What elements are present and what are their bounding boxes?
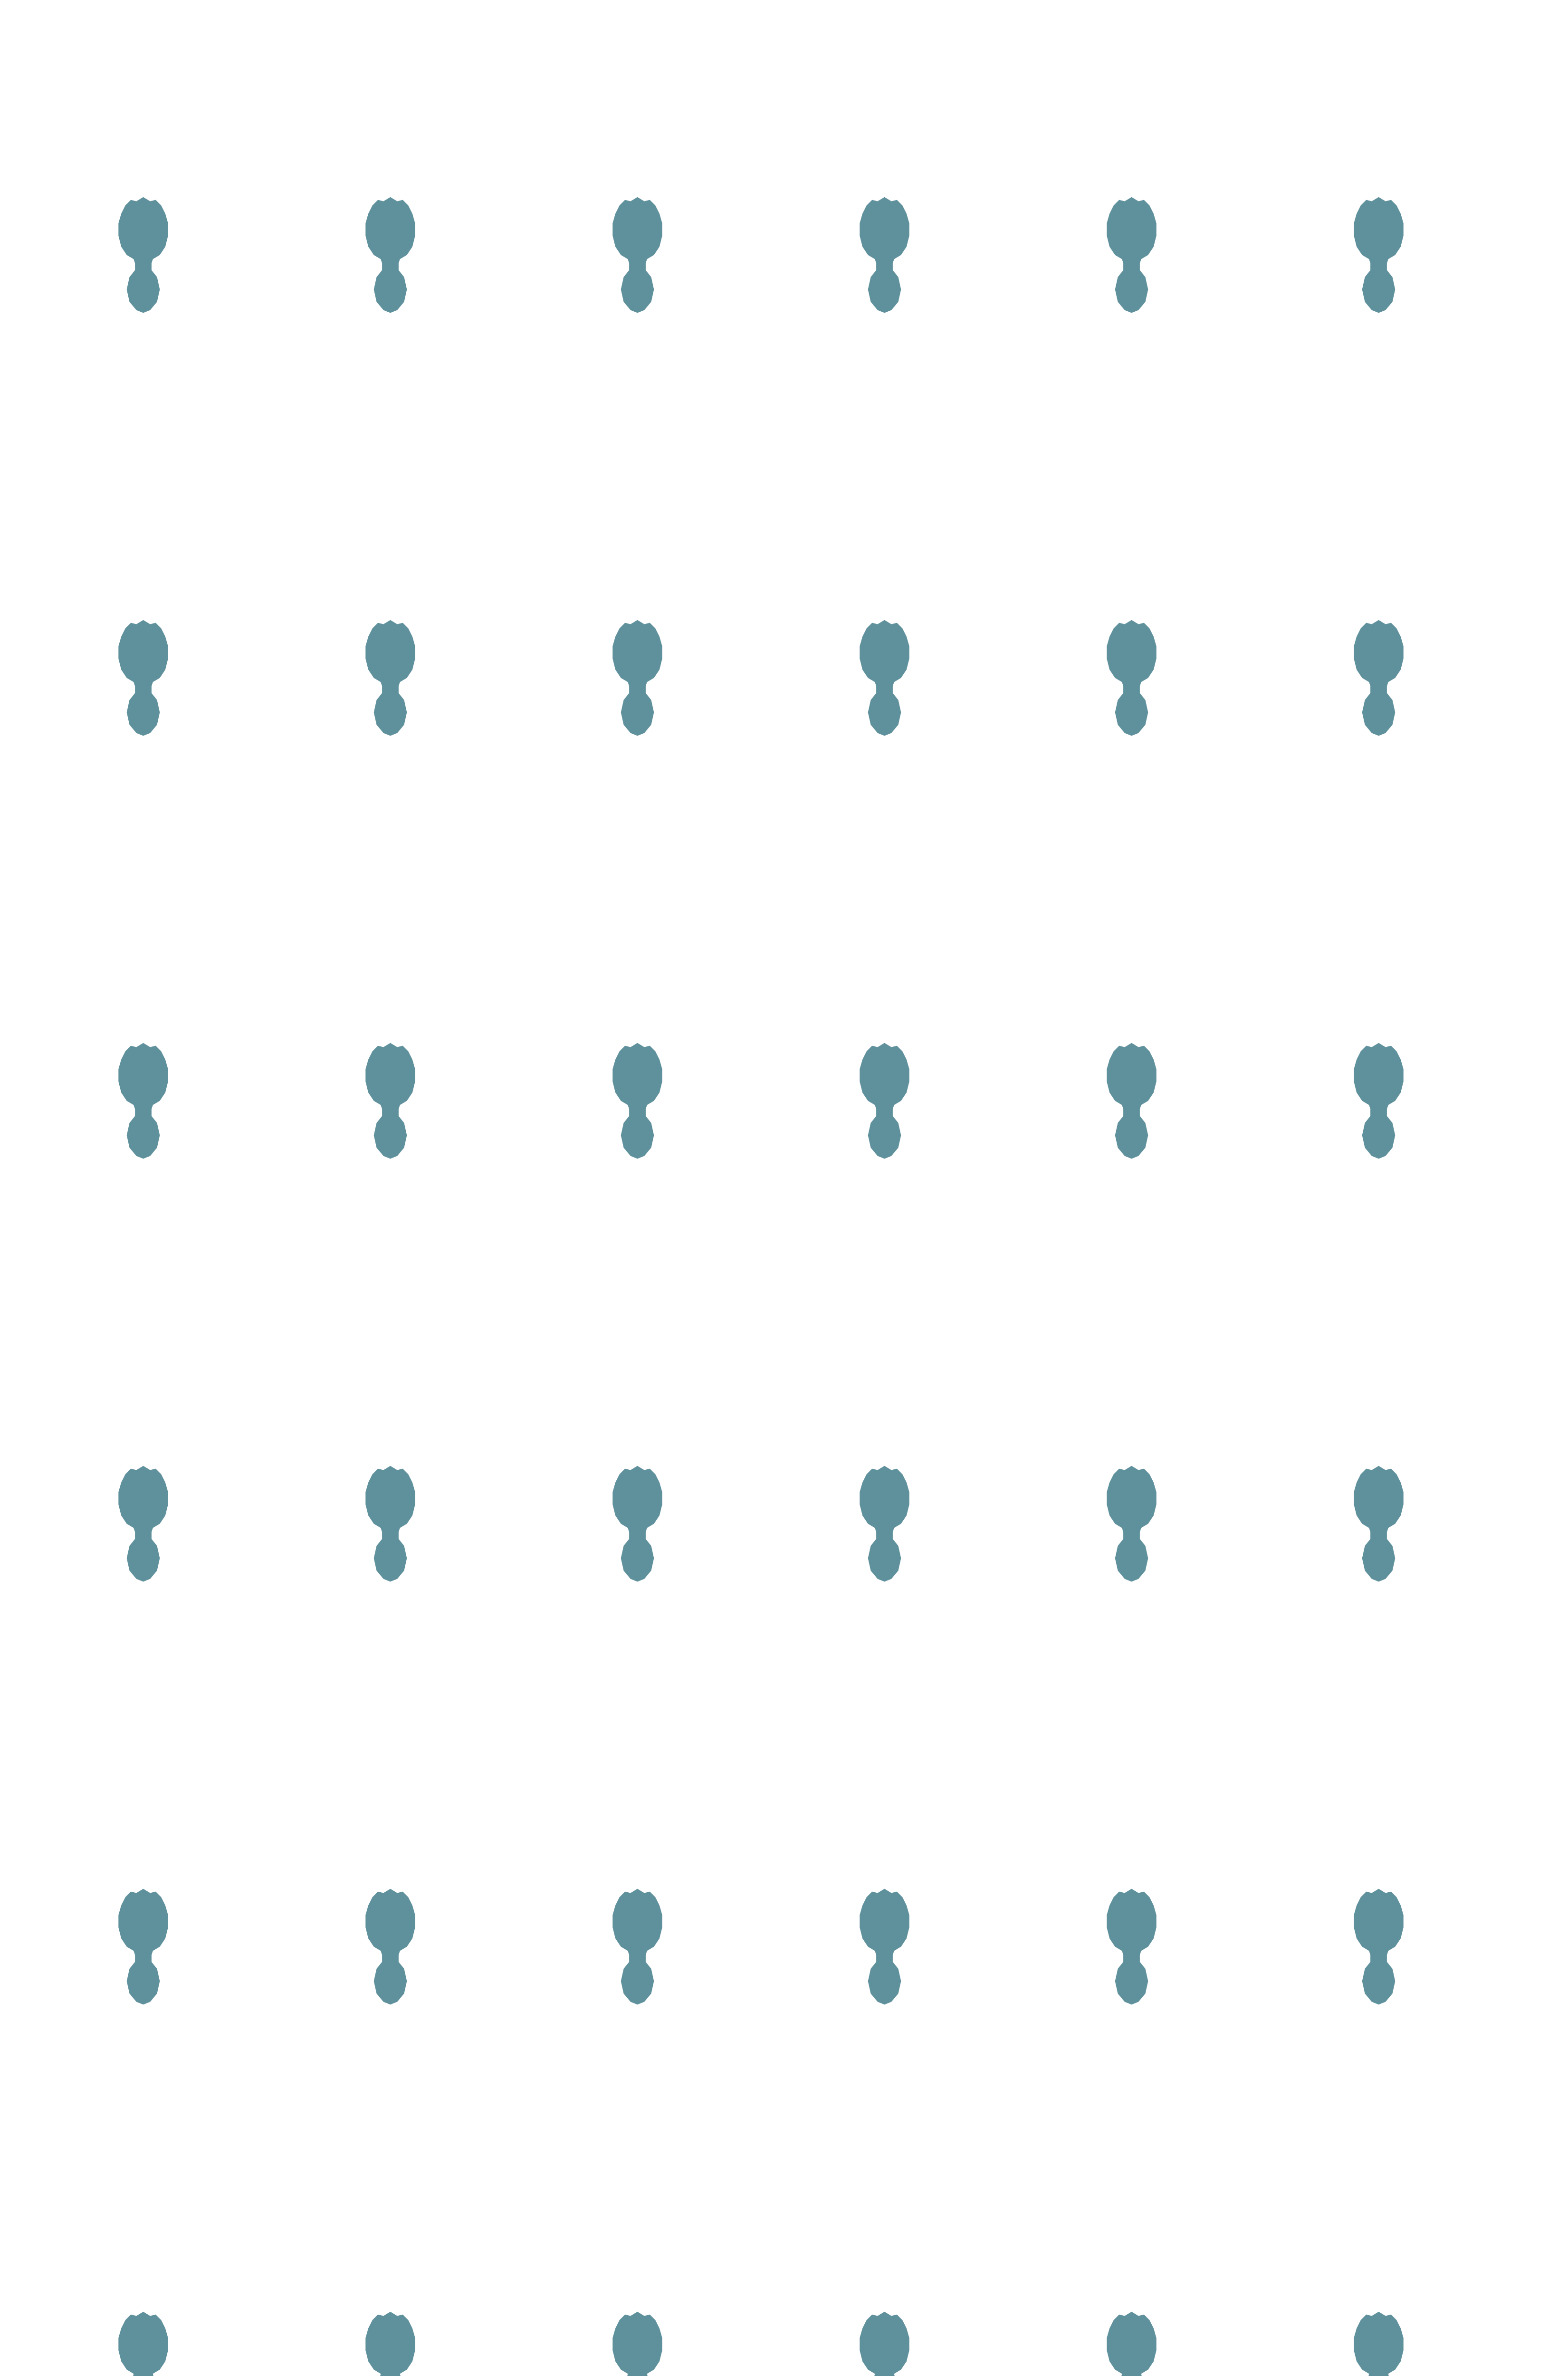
figure-icon (605, 2309, 669, 2376)
figure-icon (852, 1040, 917, 1178)
figure-icon (358, 1886, 422, 2024)
figure-icon (111, 1040, 175, 1178)
figure-icon (358, 2309, 422, 2376)
figure-icon (358, 617, 422, 755)
figure-icon (111, 2309, 175, 2376)
figure-icon (1347, 1040, 1411, 1178)
figure-icon (1100, 617, 1164, 755)
figure-icon (111, 1463, 175, 1601)
figure-icon (358, 194, 422, 332)
figure-icon (1100, 1040, 1164, 1178)
figure-icon (852, 617, 917, 755)
figure-icon (852, 2309, 917, 2376)
figure-icon (358, 1040, 422, 1178)
figure-icon (1347, 617, 1411, 755)
figure-icon (852, 1463, 917, 1601)
figure-icon (111, 1886, 175, 2024)
figure-icon (605, 617, 669, 755)
figure-icon (358, 1463, 422, 1601)
figure-icon (852, 1886, 917, 2024)
figure-icon (605, 1886, 669, 2024)
figure-icon (1347, 194, 1411, 332)
figure-icon (605, 1040, 669, 1178)
figure-icon (1347, 1886, 1411, 2024)
figure-icon (1100, 2309, 1164, 2376)
figure-icon (111, 617, 175, 755)
figure-icon (111, 194, 175, 332)
figure-icon (605, 194, 669, 332)
figure-icon (852, 194, 917, 332)
figure-icon (1347, 2309, 1411, 2376)
figure-icon (1100, 1886, 1164, 2024)
figure-icon (1100, 194, 1164, 332)
figure-icon (1100, 1463, 1164, 1601)
figure-icon (605, 1463, 669, 1601)
figure-icon (1347, 1463, 1411, 1601)
